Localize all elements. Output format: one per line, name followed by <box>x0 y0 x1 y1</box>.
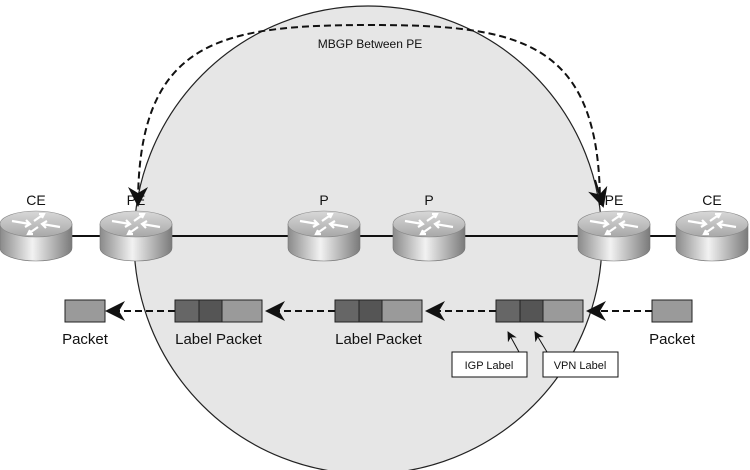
router-label: P <box>424 192 433 208</box>
provider-network-circle <box>133 5 603 470</box>
vpn-label-callout: VPN Label <box>534 331 619 378</box>
packet-label: Label Packet <box>335 331 423 348</box>
igp-label-callout: IGP Label <box>451 331 528 378</box>
packet: Packet <box>62 299 109 348</box>
router-label: CE <box>702 192 721 208</box>
mbgp-session-arc <box>128 23 601 207</box>
router-p-2: P <box>392 192 466 262</box>
packet-label: Packet <box>649 331 696 348</box>
router-label: PE <box>127 192 146 208</box>
packet-label: Label Packet <box>175 331 263 348</box>
payload-block <box>542 299 584 323</box>
igp-label-block <box>174 299 200 323</box>
payload-block <box>651 299 693 323</box>
igp-label-block <box>334 299 360 323</box>
router-label: PE <box>605 192 624 208</box>
router-arrows-icon <box>111 212 161 236</box>
vpn-label-text: VPN Label <box>554 360 607 372</box>
labeled-packet: Label Packet <box>174 299 263 348</box>
payload-block <box>381 299 423 323</box>
router-p-1: P <box>287 192 361 262</box>
router-ce-left: CE <box>0 192 73 262</box>
vpn-label-block <box>358 299 383 323</box>
vpn-label-block <box>198 299 223 323</box>
igp-label-text: IGP Label <box>465 360 514 372</box>
mbgp-label: MBGP Between PE <box>318 37 423 51</box>
router-pe-right: PE <box>577 192 651 262</box>
router-ce-right: CE <box>675 192 749 262</box>
router-arrows-icon <box>404 212 454 236</box>
router-arrows-icon <box>11 212 61 236</box>
router-pe-left: PE <box>99 192 173 262</box>
router-label: CE <box>26 192 45 208</box>
router-arrows-icon <box>299 212 349 236</box>
payload-block <box>64 299 106 323</box>
labeled-packet <box>495 299 584 323</box>
payload-block <box>221 299 263 323</box>
router-arrows-icon <box>687 212 737 236</box>
igp-label-block <box>495 299 521 323</box>
packet: Packet <box>649 299 696 348</box>
router-arrows-icon <box>589 212 639 236</box>
labeled-packet: Label Packet <box>334 299 423 348</box>
router-label: P <box>319 192 328 208</box>
packet-label: Packet <box>62 331 109 348</box>
mbgp-session-arc-end <box>588 179 608 208</box>
vpn-label-block <box>519 299 544 323</box>
